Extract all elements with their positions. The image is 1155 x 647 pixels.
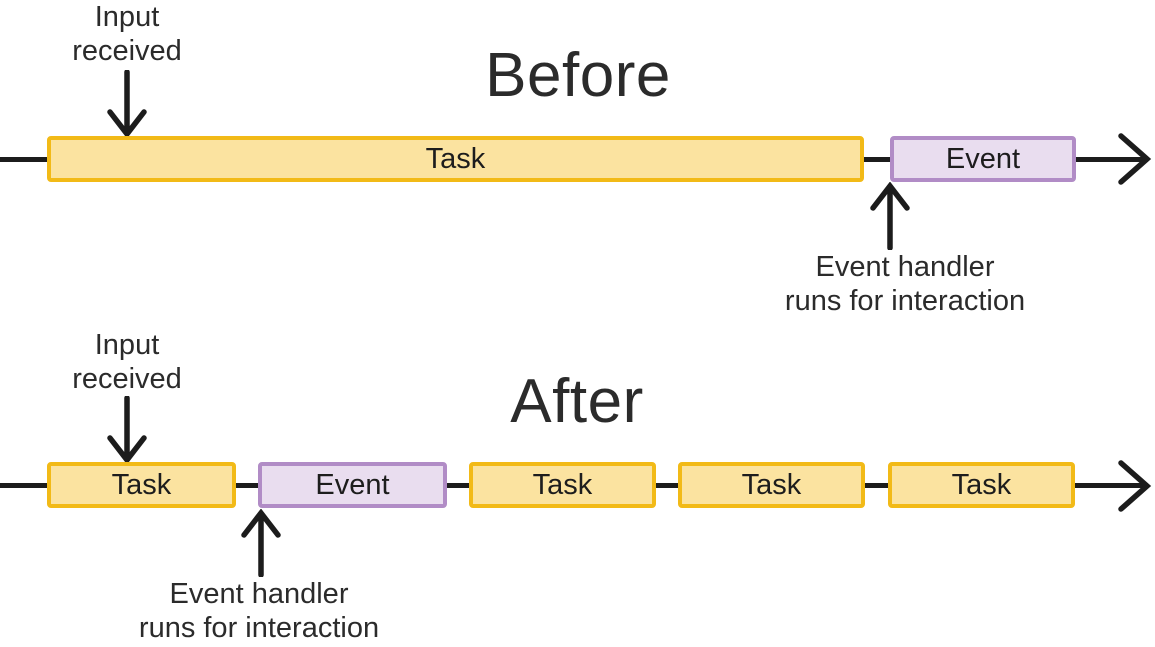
before-task-label: Task bbox=[425, 142, 486, 175]
before-event-handler-label: Event handler runs for interaction bbox=[784, 251, 1026, 317]
after-timeline-arrowhead-icon bbox=[1118, 460, 1152, 512]
after-input-received-label: Input received bbox=[72, 329, 182, 395]
after-task-3-label: Task bbox=[741, 468, 802, 501]
after-title: After bbox=[510, 367, 644, 436]
after-event-handler-label: Event handler runs for interaction bbox=[138, 578, 380, 644]
before-title: Before bbox=[485, 41, 671, 110]
before-input-down-arrow-icon bbox=[107, 70, 147, 138]
after-task-block-2: Task bbox=[469, 462, 656, 508]
before-input-received-label: Input received bbox=[72, 1, 182, 67]
before-task-block: Task bbox=[47, 136, 864, 182]
after-input-down-arrow-icon bbox=[107, 396, 147, 464]
after-handler-up-arrow-icon bbox=[241, 509, 281, 577]
before-handler-up-arrow-icon bbox=[870, 182, 910, 250]
after-event-block: Event bbox=[258, 462, 447, 508]
after-task-block-4: Task bbox=[888, 462, 1075, 508]
after-task-1-label: Task bbox=[111, 468, 172, 501]
after-task-2-label: Task bbox=[532, 468, 593, 501]
after-task-block-3: Task bbox=[678, 462, 865, 508]
before-event-block: Event bbox=[890, 136, 1076, 182]
before-timeline-arrowhead-icon bbox=[1118, 133, 1152, 185]
after-task-4-label: Task bbox=[951, 468, 1012, 501]
after-task-block-1: Task bbox=[47, 462, 236, 508]
after-event-label: Event bbox=[315, 468, 390, 501]
before-event-label: Event bbox=[945, 142, 1021, 175]
